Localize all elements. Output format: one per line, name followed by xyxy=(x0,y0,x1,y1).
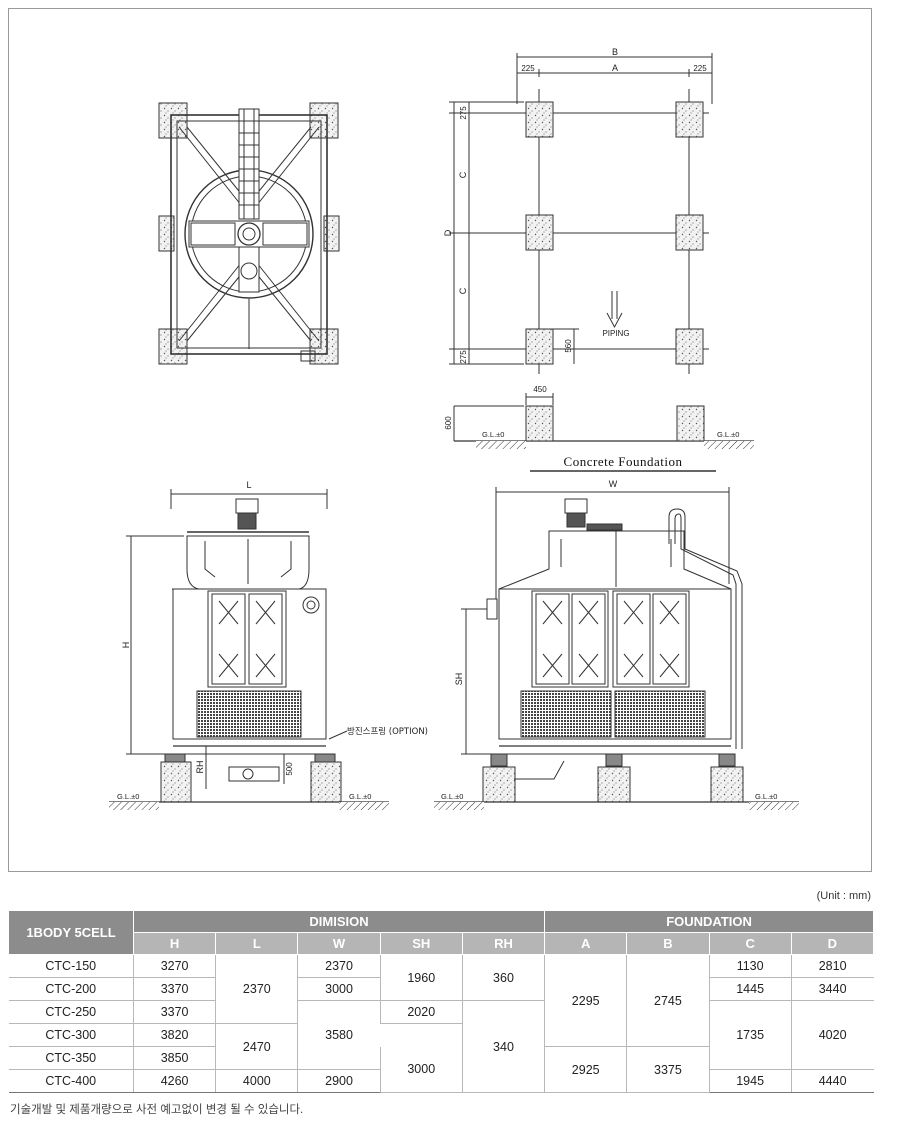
dim-SH: SH xyxy=(454,673,464,686)
model-cell: CTC-150 xyxy=(8,954,134,978)
D-cell: 4440 xyxy=(790,1069,874,1093)
dim-225-left: 225 xyxy=(521,64,535,73)
table-row: CTC-300 3820 2470 xyxy=(8,1023,874,1070)
gl-label-3: G.L.±0 xyxy=(117,792,139,801)
technical-drawing: B A 225 225 275 275 C C D 560 PIPING 450… xyxy=(109,47,799,810)
col-header-L: L xyxy=(215,932,299,955)
dim-H: H xyxy=(121,642,131,649)
group-header-dimision: DIMISION xyxy=(132,910,546,933)
front-elevation xyxy=(109,489,389,810)
dimension-labels: B A 225 225 275 275 C C D 560 PIPING 450… xyxy=(117,47,777,801)
B-cell: 2745 xyxy=(626,954,710,1047)
C-cell: 1445 xyxy=(708,977,792,1001)
table-row: CTC-200 3370 3000 1445 3440 xyxy=(8,977,874,1001)
C-cell: 1735 xyxy=(708,1000,792,1070)
col-header-RH: RH xyxy=(461,932,546,955)
model-cell: CTC-400 xyxy=(8,1069,134,1093)
H-cell: 3850 xyxy=(132,1046,216,1070)
dim-275-bottom: 275 xyxy=(459,350,468,364)
H-cell: 4260 xyxy=(132,1069,216,1093)
table-row: CTC-250 3370 3580 2020 340 1735 4020 xyxy=(8,1000,874,1093)
table-row: CTC-150 3270 2370 2370 1960 360 2295 274… xyxy=(8,954,874,1047)
A-cell: 2295 xyxy=(544,954,627,1047)
col-header-B: B xyxy=(626,932,710,955)
spring-option-label: 방진스프링 (OPTION) xyxy=(347,726,428,737)
H-cell: 3370 xyxy=(132,1000,216,1024)
footnote: 기술개발 및 제품개량으로 사전 예고없이 변경 될 수 있습니다. xyxy=(10,1104,304,1116)
dim-A: A xyxy=(612,63,618,73)
col-header-H: H xyxy=(132,932,217,955)
model-cell: CTC-250 xyxy=(8,1000,134,1024)
concrete-foundation-title: Concrete Foundation xyxy=(564,454,683,469)
dim-500: 500 xyxy=(285,762,294,776)
W-cell: 4000 xyxy=(215,1069,298,1093)
dim-B: B xyxy=(612,47,618,57)
H-cell: 3370 xyxy=(132,977,216,1001)
piping-label: PIPING xyxy=(602,329,629,338)
model-cell: CTC-350 xyxy=(8,1046,134,1070)
L-cell: 2370 xyxy=(215,954,298,1024)
table-corner-header: 1BODY 5CELL xyxy=(8,910,134,955)
SH-cell: 2900 xyxy=(297,1069,381,1093)
RH-cell: 340 xyxy=(461,1000,545,1093)
dim-W: W xyxy=(609,479,618,489)
spec-table: 1BODY 5CELL DIMISION FOUNDATION H L W SH… xyxy=(8,910,875,1093)
D-cell: 4020 xyxy=(790,1000,874,1070)
col-header-C: C xyxy=(708,932,792,955)
gl-label-2: G.L.±0 xyxy=(717,430,739,439)
W-cell: 3000 xyxy=(297,977,381,1001)
H-cell: 3270 xyxy=(132,954,216,978)
dim-225-right: 225 xyxy=(693,64,707,73)
L-cell-2: 3000 xyxy=(379,1046,463,1093)
dim-C-2: C xyxy=(458,287,468,294)
col-header-W: W xyxy=(297,932,381,955)
col-header-A: A xyxy=(544,932,628,955)
C-cell: 1130 xyxy=(708,954,792,978)
dim-C-1: C xyxy=(458,171,468,178)
model-cell: CTC-200 xyxy=(8,977,134,1001)
SH-cell: 1960 xyxy=(379,954,463,1001)
plan-view xyxy=(158,102,340,365)
gl-label-4: G.L.±0 xyxy=(349,792,371,801)
dim-L: L xyxy=(246,480,251,490)
gl-label-6: G.L.±0 xyxy=(755,792,777,801)
foundation-plan xyxy=(449,53,713,374)
dim-560: 560 xyxy=(564,339,573,353)
col-header-SH: SH xyxy=(379,932,463,955)
drawing-frame: B A 225 225 275 275 C C D 560 PIPING 450… xyxy=(8,8,872,872)
dim-600: 600 xyxy=(444,416,453,430)
group-header-foundation: FOUNDATION xyxy=(544,910,874,933)
H-cell: 3820 xyxy=(132,1023,216,1047)
W-cell: 3580 xyxy=(297,1000,381,1070)
B-cell: 3375 xyxy=(626,1046,710,1093)
dim-450: 450 xyxy=(533,385,547,394)
model-cell: CTC-300 xyxy=(8,1023,134,1047)
col-header-D: D xyxy=(790,932,875,955)
dim-D: D xyxy=(443,229,453,236)
SH-cell: 2020 xyxy=(379,1000,463,1024)
table-row: CTC-350 3850 3000 2925 3375 xyxy=(8,1046,874,1093)
side-elevation xyxy=(434,487,799,810)
gl-label-1: G.L.±0 xyxy=(482,430,504,439)
SH-cell: 2470 xyxy=(215,1023,298,1070)
dim-275-top: 275 xyxy=(459,106,468,120)
D-cell: 3440 xyxy=(790,977,874,1001)
C-cell: 1945 xyxy=(708,1069,792,1093)
dim-RH: RH xyxy=(195,761,205,774)
unit-note: (Unit : mm) xyxy=(816,890,871,902)
A-cell: 2925 xyxy=(544,1046,627,1093)
RH-cell: 360 xyxy=(461,954,545,1001)
W-cell: 2370 xyxy=(297,954,381,978)
foundation-section xyxy=(453,393,754,472)
gl-label-5: G.L.±0 xyxy=(441,792,463,801)
D-cell: 2810 xyxy=(790,954,874,978)
table-row: CTC-400 4260 4000 2900 1945 4440 xyxy=(8,1069,874,1093)
